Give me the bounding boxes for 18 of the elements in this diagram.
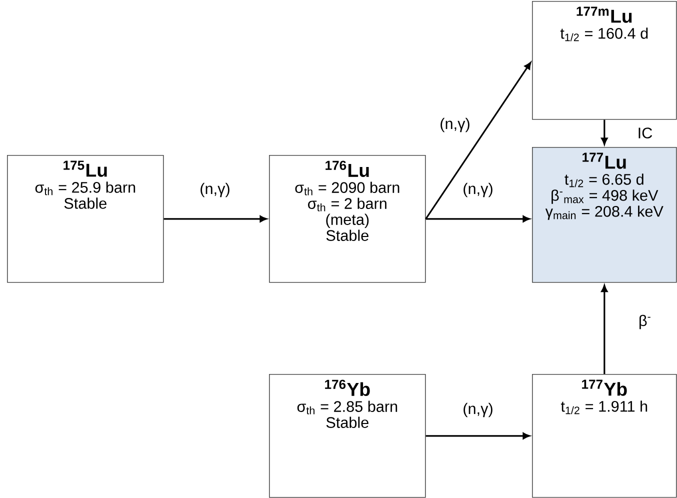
isotope-box: $^{175}$Lu σ$_{th}$ = 25.9 barn Stable: [7, 154, 164, 283]
edge-label: (n,γ): [461, 402, 495, 418]
arrow: [425, 62, 532, 220]
arrow: [601, 284, 608, 374]
isotope-box: $^{177}$Lu t$_{1/2}$ = 6.65 d β$^{-}$$_{max}$ = 498 keV γ$_{main}$ = 208.4 keV: [532, 146, 677, 283]
arrow: [426, 432, 530, 440]
edge-label: (n,γ): [198, 182, 232, 198]
edge-label: IC: [636, 126, 654, 140]
edge-label: (n,γ): [438, 116, 472, 134]
isotope-box: $^{176}$Lu σ$_{th}$ = 2090 barn σ$_{th}$ = 2 barn (meta) Stable: [269, 154, 426, 283]
arrow: [426, 216, 530, 222]
arrow: [164, 216, 267, 222]
arrow: [601, 120, 608, 145]
isotope-box: $^{177}$Yb t$_{1/2}$ = 1.911 h: [532, 374, 677, 498]
isotope-box: $^{176}$Yb σ$_{th}$ = 2.85 barn Stable: [269, 374, 426, 498]
edge-label: (n,γ): [461, 182, 495, 198]
isotope-box: $^{177m}$Lu t$_{1/2}$ = 160.4 d: [532, 1, 677, 120]
edge-label: β$^{-}$: [637, 314, 653, 330]
